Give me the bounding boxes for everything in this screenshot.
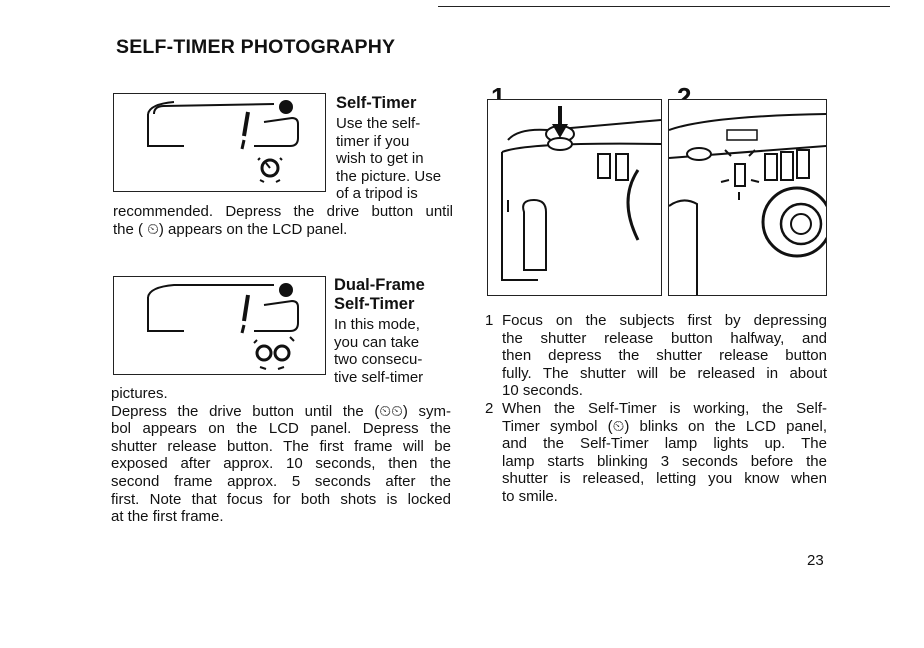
dual-self-timer-icon [253,336,295,370]
lcd-dual-frame-illustration [113,276,326,375]
dual-frame-text: In this mode, you can take two consecu- … [334,316,424,386]
camera-step-1-illustration [487,99,662,296]
page-title: SELF-TIMER PHOTOGRAPHY [116,36,396,58]
camera-step-2-illustration [668,99,827,296]
self-timer-heading: Self-Timer [336,94,417,112]
page-number: 23 [807,552,824,569]
self-timer-icon [257,157,283,183]
list-item: 2 When the Self-Timer is working, the Se… [485,399,827,505]
self-timer-text-continued: recommended. Depress the drive button un… [113,203,453,238]
dual-frame-heading: Dual-Frame Self-Timer [334,276,425,313]
top-rule [438,6,890,7]
lcd-self-timer-illustration [113,93,326,192]
self-timer-text: Use the self- timer if you wish to get i… [336,115,442,203]
dual-frame-text-continued: pictures. Depress the drive button until… [111,385,451,526]
list-item: 1 Focus on the subjects first by depress… [485,312,827,400]
steps-list: 1 Focus on the subjects first by depress… [485,312,827,506]
